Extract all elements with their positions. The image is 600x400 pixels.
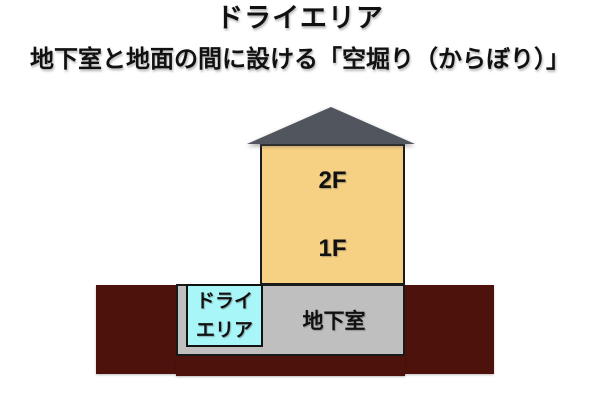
floor-1f: 1F	[260, 215, 405, 285]
roof-shape	[247, 107, 415, 144]
page-title: ドライエリア	[216, 3, 384, 33]
dry-area-label-line2: エリア	[195, 319, 253, 341]
ground-footing	[176, 356, 405, 376]
basement-label-text: 地下室	[302, 310, 366, 333]
floor-2f-label: 2F	[318, 166, 347, 194]
page-subtitle: 地下室と地面の間に設ける「空堀り（からぼり）」	[30, 46, 570, 73]
basement-label: 地下室	[263, 284, 405, 356]
dry-area-box: ドライ エリア	[186, 284, 263, 347]
floor-1f-label: 1F	[318, 235, 347, 262]
house-roof	[247, 107, 415, 144]
dry-area-label-line1: ドライ	[195, 290, 253, 312]
